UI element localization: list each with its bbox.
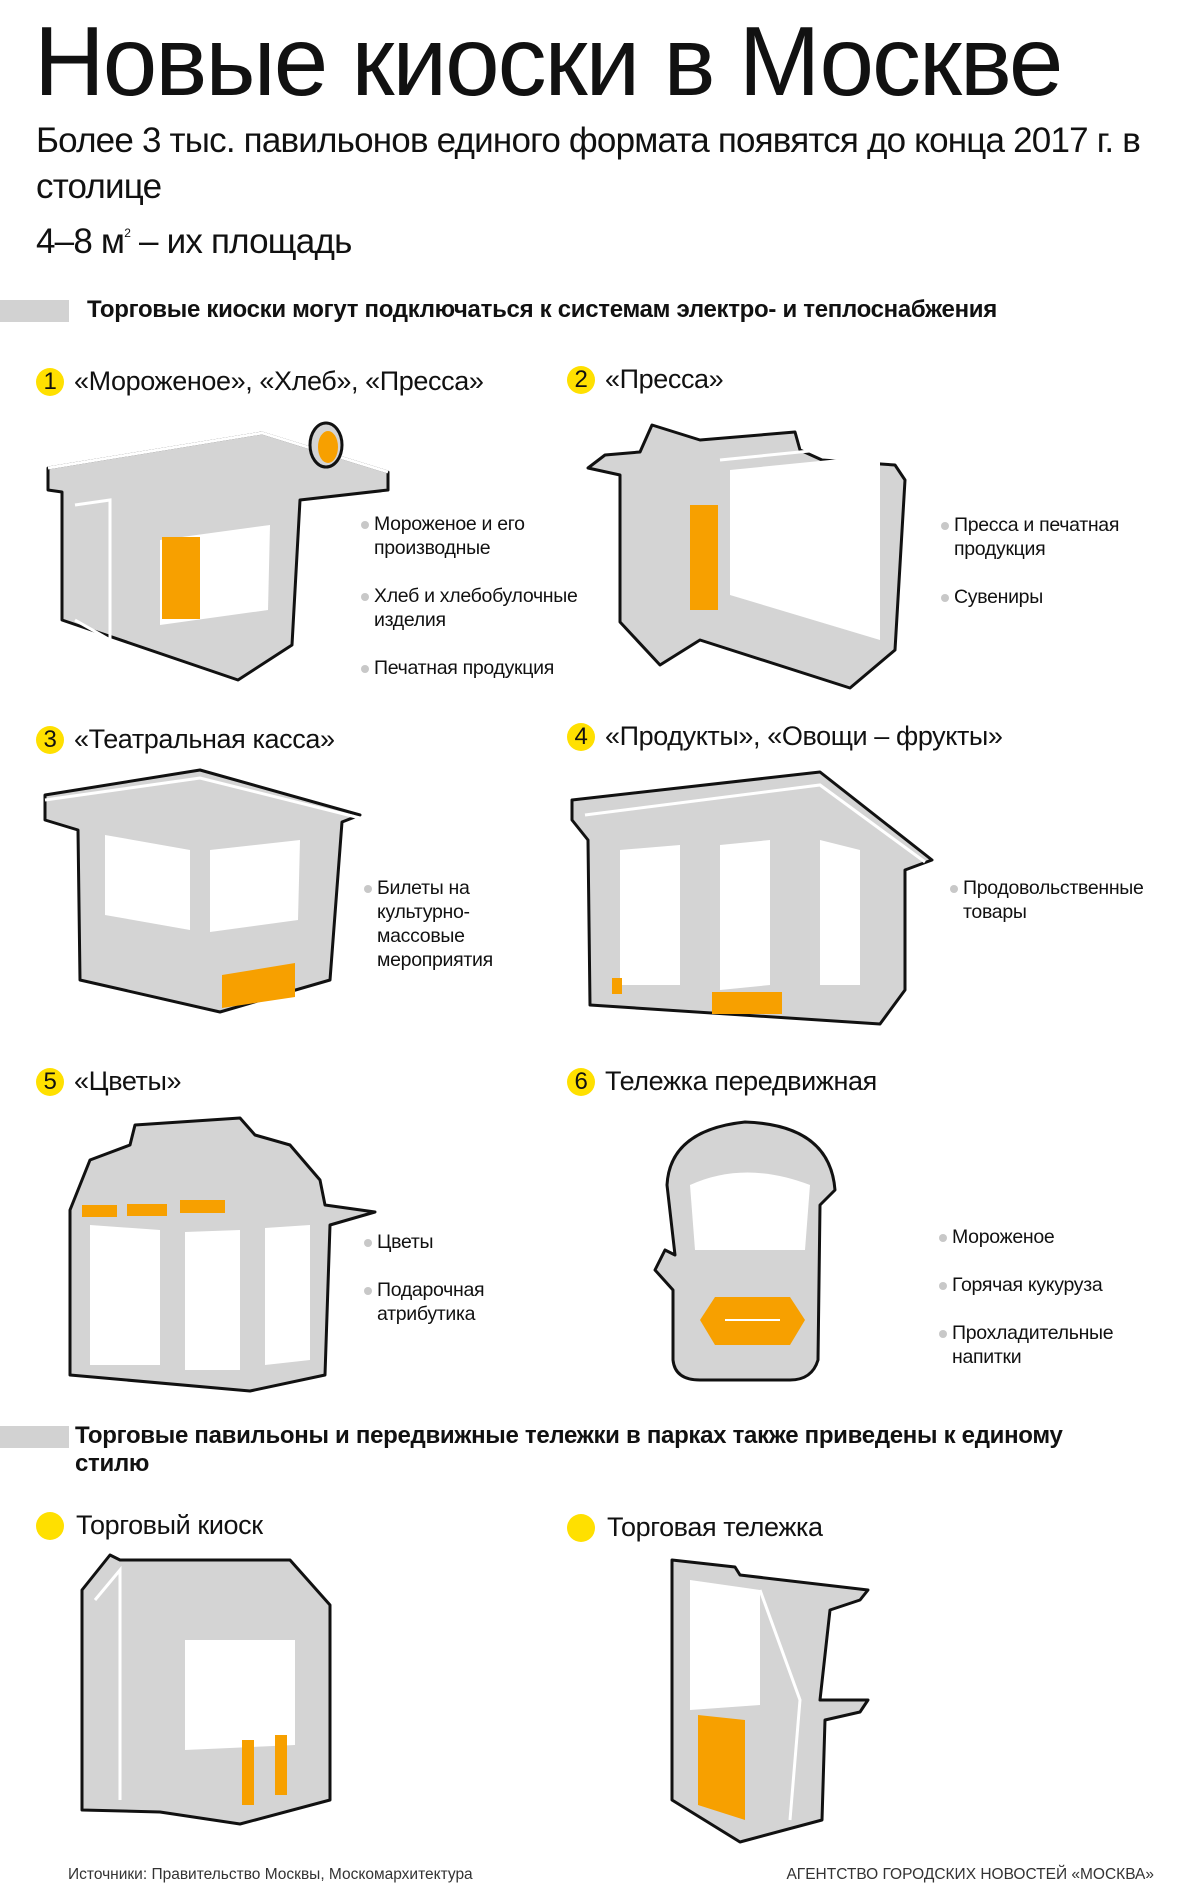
kiosk-title: «Мороженое», «Хлеб», «Пресса» (74, 366, 484, 396)
kiosk-4-illustration (570, 770, 934, 1026)
area-sup: 2 (124, 226, 131, 240)
area-rest: – их площадь (130, 222, 352, 261)
list-item: Печатная продукция (361, 656, 614, 680)
yellow-dot-icon (36, 1511, 64, 1540)
number-badge: 5 (36, 1067, 64, 1096)
list-item: Хлеб и хлебобулочные изделия (361, 584, 614, 632)
list-item: Прохладительные напитки (939, 1321, 1152, 1369)
kiosk-6-heading: 6 Тележка передвижная (567, 1066, 877, 1097)
list-item: Горячая кукуруза (939, 1273, 1152, 1297)
agency-credit: АГЕНТСТВО ГОРОДСКИХ НОВОСТЕЙ «МОСКВА» (786, 1866, 1154, 1883)
list-item: Продовольственные товары (950, 876, 1173, 924)
section-heading: Торговые павильоны и передвижные тележки… (75, 1422, 1063, 1477)
number-badge: 1 (36, 367, 64, 396)
park-cart-heading: Торговая тележка (567, 1512, 823, 1543)
kiosk-title: «Театральная касса» (74, 724, 335, 754)
kiosk-6-illustration (653, 1120, 837, 1382)
list-item: Пресса и печатная продукция (941, 513, 1154, 561)
list-item: Мороженое (939, 1225, 1152, 1249)
area-note: 4–8 м2 – их площадь (36, 222, 352, 262)
list-item: Цветы (364, 1230, 577, 1254)
list-item: Сувениры (941, 585, 1154, 609)
section-bar (0, 300, 69, 322)
kiosk-2-heading: 2 «Пресса» (567, 364, 724, 395)
kiosk-title: «Пресса» (605, 364, 724, 394)
sources-note: Источники: Правительство Москвы, Москома… (68, 1866, 473, 1883)
list-item: Подарочная атрибутика (364, 1278, 527, 1326)
yellow-dot-icon (567, 1513, 595, 1542)
subtitle: Более 3 тыс. павильонов единого формата … (36, 121, 1141, 206)
list-item: Мороженое и его производные (361, 512, 574, 560)
park-kiosk-illustration (80, 1553, 332, 1826)
kiosk-3-illustration (43, 768, 362, 1014)
kiosk-5-heading: 5 «Цветы» (36, 1066, 182, 1097)
number-badge: 4 (567, 722, 595, 751)
park-title: Торговая тележка (607, 1512, 823, 1542)
kiosk-1-illustration (46, 421, 390, 682)
number-badge: 6 (567, 1067, 595, 1096)
kiosk-3-heading: 3 «Театральная касса» (36, 724, 335, 755)
kiosk-title: «Продукты», «Овощи – фрукты» (605, 721, 1003, 751)
kiosk-4-heading: 4 «Продукты», «Овощи – фрукты» (567, 721, 1003, 752)
kiosk-1-heading: 1 «Мороженое», «Хлеб», «Пресса» (36, 366, 484, 397)
park-title: Торговый киоск (76, 1510, 263, 1540)
kiosk-5-illustration (68, 1116, 377, 1393)
kiosk-title: Тележка передвижная (605, 1066, 877, 1096)
list-item: Билеты на культурно-массовые мероприятия (364, 876, 527, 972)
park-cart-illustration (670, 1558, 870, 1844)
kiosk-title: «Цветы» (74, 1066, 182, 1096)
section-heading: Торговые киоски могут подключаться к сис… (87, 296, 997, 323)
section-bar (0, 1426, 69, 1448)
park-kiosk-heading: Торговый киоск (36, 1510, 263, 1541)
page-title: Новые киоски в Москве (34, 6, 1063, 116)
number-badge: 3 (36, 725, 64, 754)
area-value: 4–8 м (36, 222, 125, 261)
number-badge: 2 (567, 365, 595, 394)
kiosk-2-illustration (586, 423, 907, 690)
